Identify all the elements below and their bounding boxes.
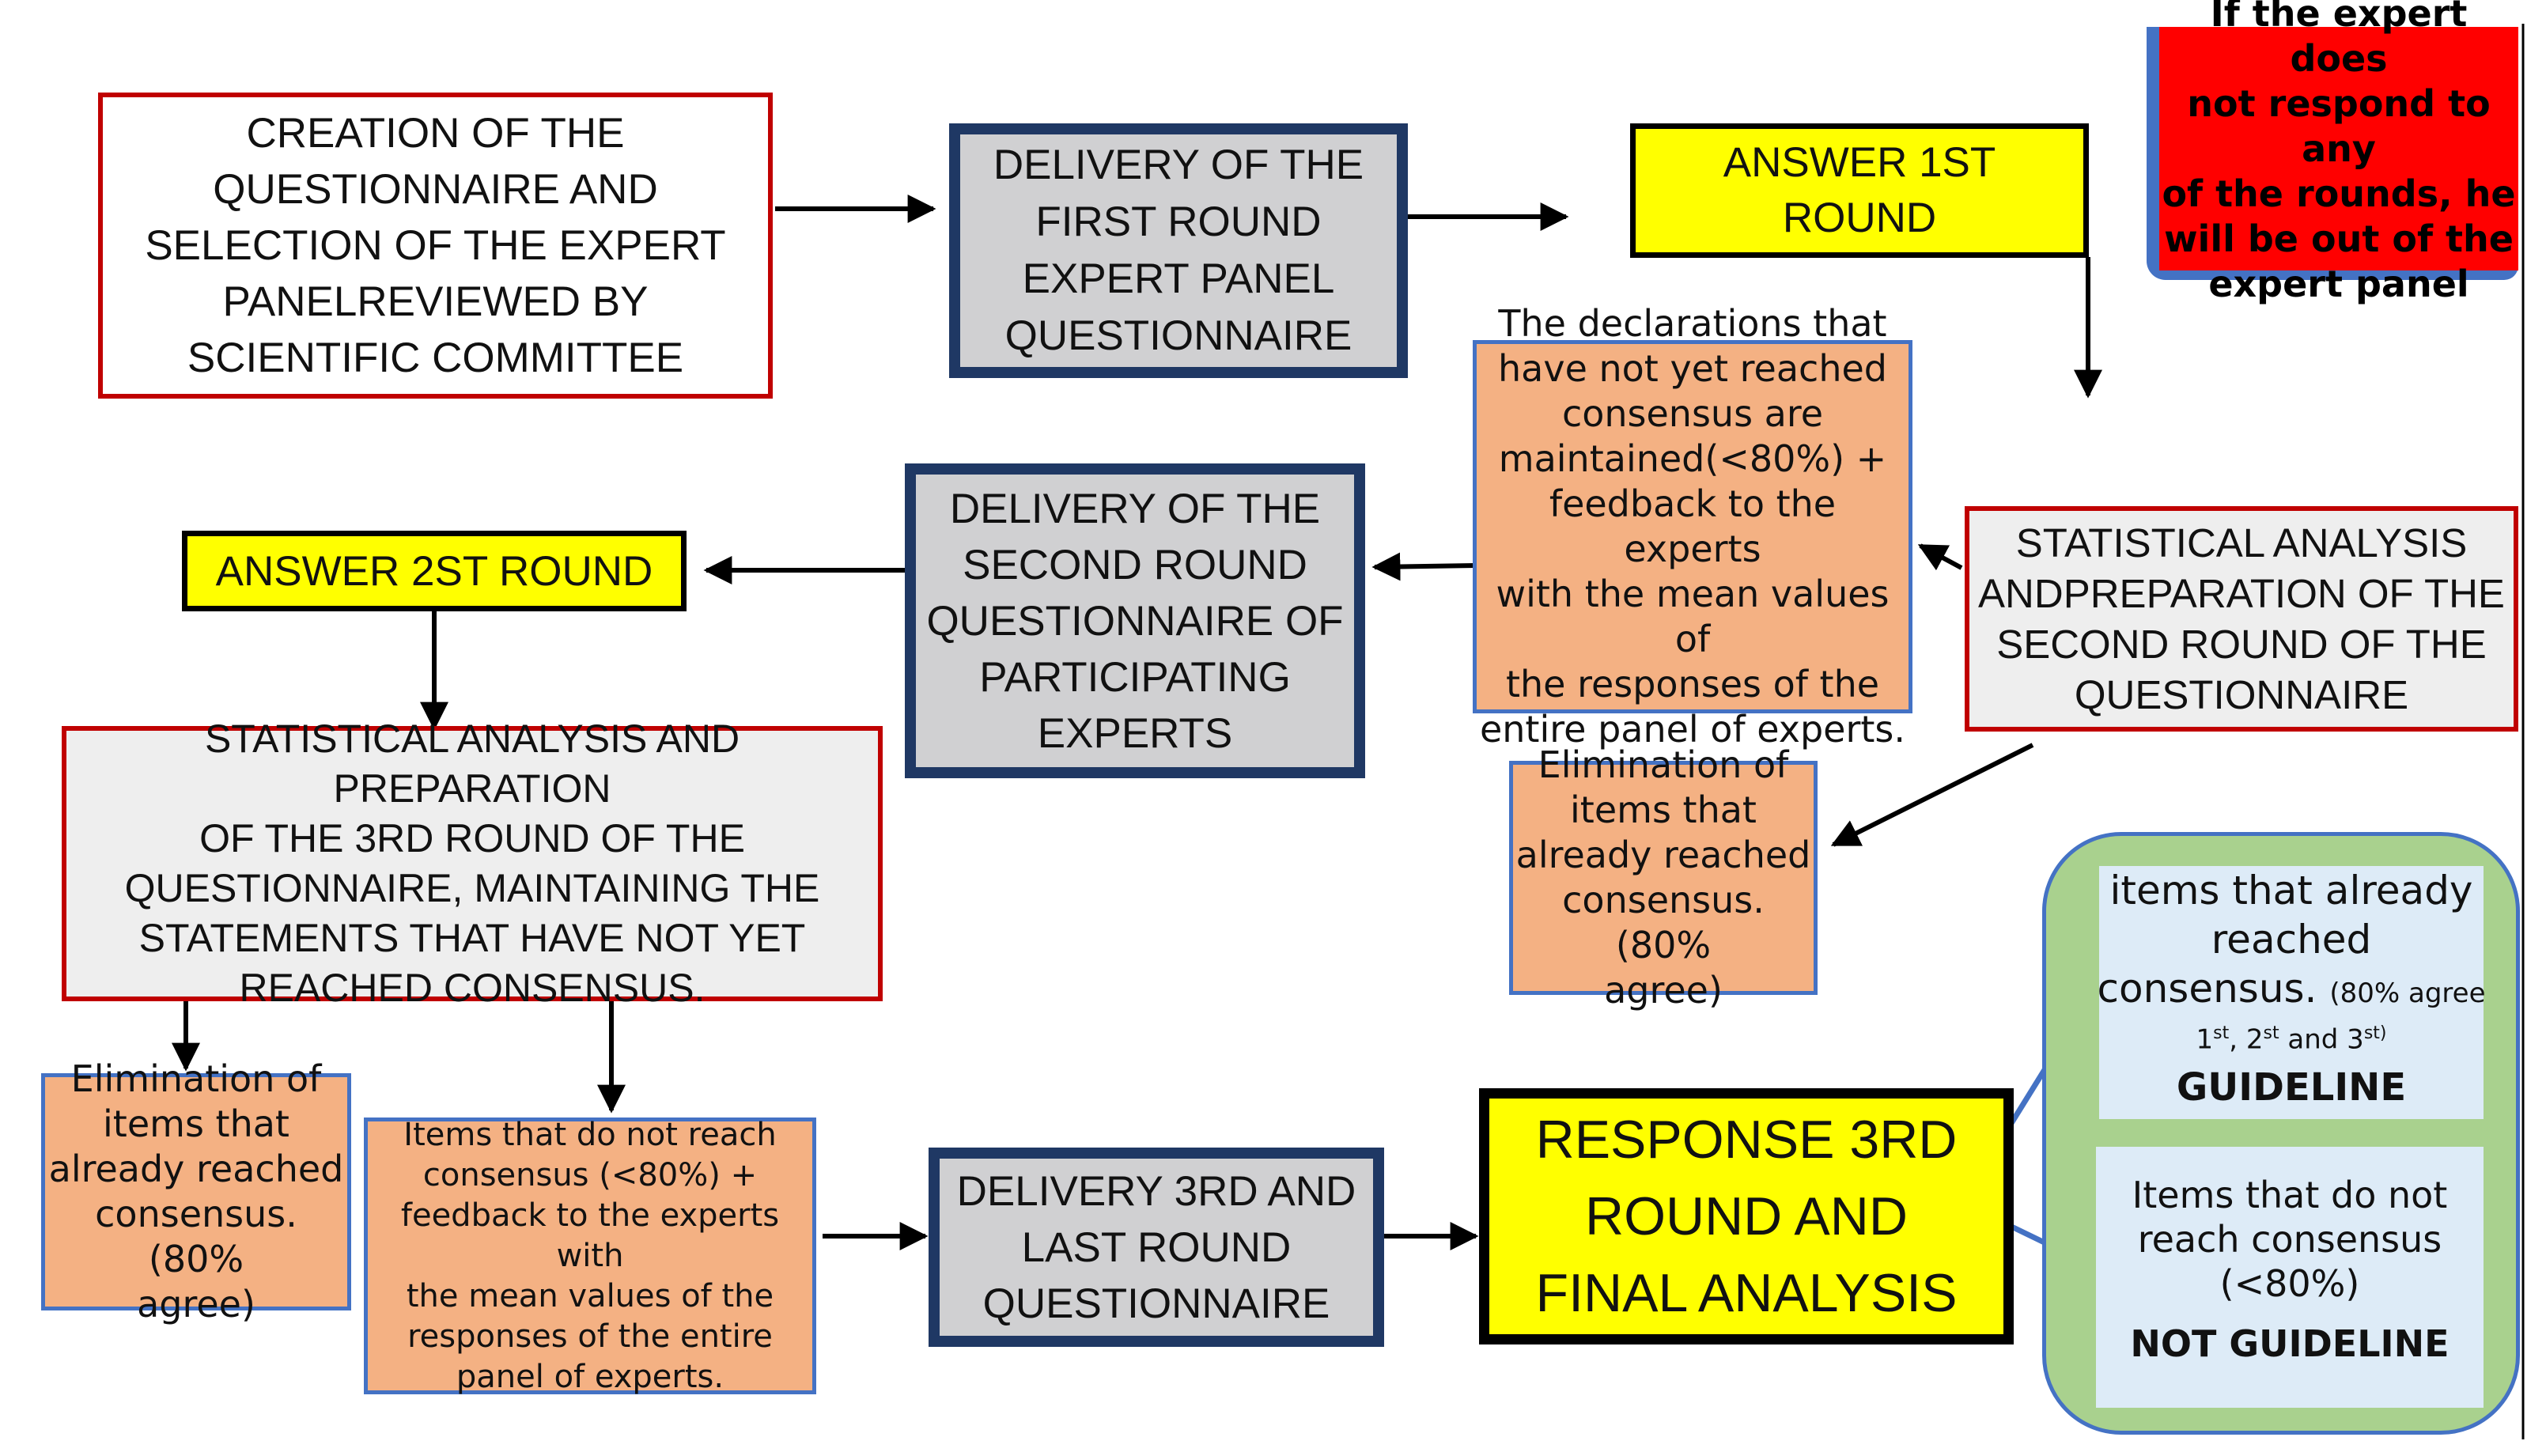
stat3-line-3: QUESTIONNAIRE, MAINTAINING THE: [124, 866, 820, 910]
delivery-third-round-box: DELIVERY 3RD AND LAST ROUND QUESTIONNAIR…: [929, 1148, 1384, 1347]
delivery3-line-1: DELIVERY 3RD AND: [956, 1167, 1356, 1215]
response-line-2: ROUND AND: [1584, 1186, 1909, 1246]
creation-line-5: SCIENTIFIC COMMITTEE: [187, 335, 684, 381]
guideline-label: GUIDELINE: [2176, 1065, 2407, 1110]
expert-note-line-3: of the rounds, he: [2162, 172, 2516, 215]
delivery2-line-2: SECOND ROUND: [963, 541, 1307, 588]
response-line-3: FINAL ANALYSIS: [1535, 1262, 1958, 1323]
creation-line-4: PANELREVIEWED BY: [222, 278, 649, 325]
answer2-text: ANSWER 2ST ROUND: [215, 547, 653, 595]
declarations-line-3: consensus are: [1561, 392, 1824, 435]
guideline-sup3: st): [2363, 1023, 2387, 1044]
creation-box: CREATION OF THE QUESTIONNAIRE AND SELECT…: [98, 93, 773, 399]
creation-line-3: SELECTION OF THE EXPERT: [145, 222, 726, 269]
stat2-line-4: QUESTIONNAIRE: [2074, 671, 2409, 717]
creation-line-2: QUESTIONNAIRE AND: [213, 166, 658, 213]
expert-note-box: If the expert does not respond to any of…: [2159, 0, 2518, 305]
elim-left-line-2: items that: [103, 1102, 289, 1145]
answer-first-round-box: ANSWER 1ST ROUND: [1630, 123, 2089, 258]
stat-analysis-second-box: STATISTICAL ANALYSIS ANDPREPARATION OF T…: [1965, 506, 2518, 732]
expert-note-line-5: expert panel: [2208, 262, 2469, 305]
elim-mid-line-4: consensus. (80%: [1562, 879, 1765, 966]
items-not-reach-box: Items that do not reach consensus (<80%)…: [364, 1116, 816, 1395]
arrow-declarations-to-delivery2: [1371, 552, 1477, 581]
elim-left-line-4: consensus. (80%: [95, 1193, 297, 1280]
expert-note-line-1: If the expert does: [2210, 0, 2468, 80]
stat3-line-1: STATISTICAL ANALYSIS AND PREPARATION: [204, 717, 740, 811]
stat2-line-1: STATISTICAL ANALYSIS: [2015, 520, 2468, 565]
delivery2-line-5: EXPERTS: [1037, 709, 1233, 757]
items-line-4: the mean values of the: [406, 1277, 774, 1314]
not-guideline-line-2: reach consensus: [2137, 1218, 2442, 1261]
guideline-line-3: consensus. (80% agree: [2098, 964, 2486, 1018]
stat2-line-2: ANDPREPARATION OF THE: [1978, 570, 2505, 616]
stat-analysis-third-box: STATISTICAL ANALYSIS AND PREPARATION OF …: [62, 717, 883, 1010]
elim-mid-line-2: items that: [1570, 789, 1757, 831]
items-line-2: consensus (<80%) +: [422, 1156, 758, 1193]
arrow-stat2-to-elimination: [1830, 743, 2034, 847]
guideline-sep2: and 3: [2279, 1023, 2364, 1056]
items-line-5: responses of the entire: [407, 1318, 773, 1355]
response-line-1: RESPONSE 3RD: [1535, 1109, 1958, 1170]
expert-note-line-2: not respond to any: [2187, 81, 2491, 170]
delivery2-line-3: QUESTIONNAIRE OF: [926, 597, 1344, 645]
guideline-sep1: , 2: [2229, 1023, 2264, 1056]
stat2-line-3: SECOND ROUND OF THE: [1996, 621, 2487, 667]
elim-mid-line-1: Elimination of: [1538, 743, 1789, 786]
elimination-middle-box: Elimination of items that already reache…: [1509, 743, 1818, 1012]
elim-mid-line-3: already reached: [1515, 834, 1811, 876]
delivery2-line-4: PARTICIPATING: [979, 653, 1291, 701]
answer-second-round-box: ANSWER 2ST ROUND: [182, 531, 687, 611]
expert-note-line-4: will be out of the: [2164, 217, 2514, 260]
guideline-num1: 1: [2196, 1023, 2214, 1056]
delivery-second-round-box: DELIVERY OF THE SECOND ROUND QUESTIONNAI…: [905, 463, 1365, 778]
creation-line-1: CREATION OF THE: [246, 110, 625, 157]
not-guideline-line-3: (<80%): [2219, 1262, 2360, 1305]
delivery3-line-3: QUESTIONNAIRE: [982, 1280, 1330, 1327]
delivery1-line-4: QUESTIONNAIRE: [1004, 312, 1352, 359]
response-third-round-box: RESPONSE 3RD ROUND AND FINAL ANALYSIS: [1479, 1088, 2014, 1344]
delivery1-line-2: FIRST ROUND: [1035, 199, 1322, 245]
elim-left-line-5: agree): [137, 1283, 255, 1326]
arrow-stat2-to-declarations: [1917, 543, 1963, 571]
guideline-sup1: st: [2213, 1023, 2230, 1044]
guideline-consensus: consensus.: [2097, 966, 2317, 1012]
declarations-line-7: the responses of the: [1505, 663, 1880, 705]
guideline-line-2: reached: [2211, 917, 2372, 963]
declarations-line-2: have not yet reached: [1498, 347, 1887, 390]
guideline-box: items that already reached consensus. (8…: [2098, 866, 2486, 1119]
items-line-6: panel of experts.: [456, 1358, 724, 1395]
answer1-line-2: ROUND: [1782, 195, 1937, 241]
answer1-line-1: ANSWER 1ST: [1723, 139, 1996, 186]
delivery-first-round-box: DELIVERY OF THE FIRST ROUND EXPERT PANEL…: [949, 123, 1408, 378]
declarations-line-5: feedback to the experts: [1549, 482, 1837, 570]
elim-left-line-1: Elimination of: [70, 1057, 322, 1100]
delivery3-line-2: LAST ROUND: [1021, 1223, 1292, 1271]
stat3-line-2: OF THE 3RD ROUND OF THE: [199, 816, 745, 860]
declarations-line-4: maintained(<80%) +: [1498, 437, 1887, 480]
guideline-rounds: 1st, 2st and 3st): [2196, 1018, 2387, 1055]
guideline-sup2: st: [2263, 1023, 2279, 1044]
elim-mid-line-5: agree): [1604, 969, 1723, 1012]
elim-left-line-3: already reached: [48, 1148, 344, 1190]
declarations-line-6: with the mean values of: [1496, 573, 1890, 660]
guideline-line-1: items that already: [2109, 868, 2473, 914]
items-line-3: feedback to the experts with: [400, 1197, 780, 1274]
declarations-line-8: entire panel of experts.: [1479, 708, 1906, 751]
not-guideline-label: NOT GUIDELINE: [2130, 1322, 2450, 1365]
items-line-1: Items that do not reach: [403, 1116, 777, 1153]
declarations-box: The declarations that have not yet reach…: [1473, 302, 1912, 751]
not-guideline-line-1: Items that do not: [2132, 1174, 2448, 1216]
stat3-line-4: STATEMENTS THAT HAVE NOT YET: [138, 916, 806, 960]
delivery1-line-1: DELIVERY OF THE: [993, 142, 1364, 188]
declarations-line-1: The declarations that: [1498, 302, 1887, 345]
delivery1-line-3: EXPERT PANEL: [1022, 255, 1335, 302]
delivery2-line-1: DELIVERY OF THE: [949, 485, 1321, 532]
not-guideline-box: Items that do not reach consensus (<80%)…: [2096, 1147, 2484, 1408]
guideline-agree: (80% agree: [2329, 978, 2486, 1010]
stat3-line-5: REACHED CONSENSUS.: [239, 966, 706, 1010]
elimination-left-box: Elimination of items that already reache…: [41, 1057, 351, 1326]
